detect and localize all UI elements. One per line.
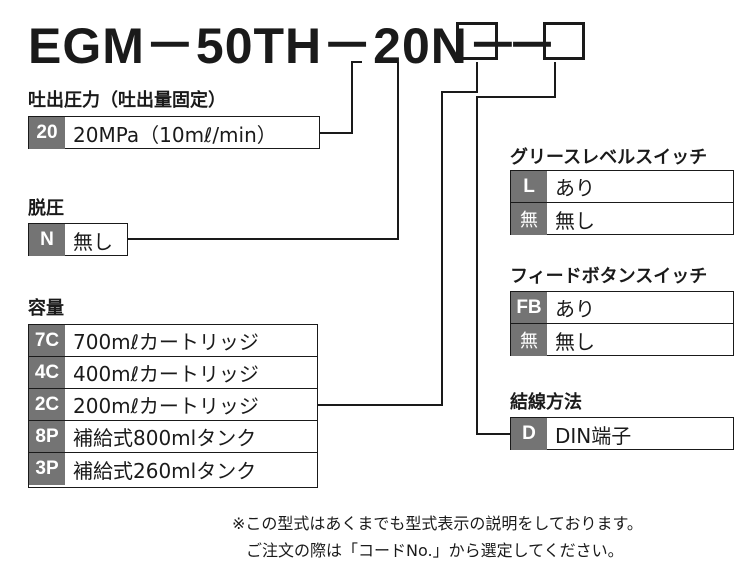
option-label: 400mℓカートリッジ: [73, 362, 259, 386]
depressurize-table: N 無し: [28, 223, 128, 256]
feed-button-switch-heading: フィードボタンスイッチ: [510, 266, 708, 287]
capacity-row: 8P 補給式800mlタンク: [29, 421, 317, 453]
connector-pressure: [320, 61, 362, 134]
wiring-table: D DIN端子: [510, 417, 734, 450]
capacity-heading: 容量: [28, 298, 64, 319]
code-cell: 20: [29, 117, 65, 149]
note-line-1: ※この型式はあくまでも型式表示の説明をしております。: [232, 514, 643, 533]
code-cell: 4C: [29, 357, 65, 388]
option-label: 無し: [555, 208, 595, 233]
note-line-2: ご注文の際は「コードNo.」から選定してください。: [246, 541, 624, 560]
wiring-heading: 結線方法: [510, 392, 582, 413]
option-label: 無し: [73, 229, 113, 254]
connector-depressurize: [128, 62, 399, 240]
capacity-row: 4C 400mℓカートリッジ: [29, 357, 317, 389]
code-cell: 無: [511, 324, 547, 356]
option-label: 200mℓカートリッジ: [73, 394, 259, 418]
code-cell: 7C: [29, 325, 65, 356]
depressurize-heading: 脱圧: [28, 198, 64, 219]
option-label: DIN端子: [555, 423, 632, 448]
code-cell: 無: [511, 203, 547, 235]
code-cell: FB: [511, 292, 547, 323]
capacity-row: 7C 700mℓカートリッジ: [29, 325, 317, 357]
grease-level-row: 無 無し: [511, 203, 733, 235]
code-cell: L: [511, 171, 547, 202]
option-label: 700mℓカートリッジ: [73, 330, 259, 354]
option-box-1: [456, 22, 498, 60]
option-box-2: [543, 22, 585, 60]
wiring-row: D DIN端子: [511, 418, 733, 450]
pressure-row: 20 20MPa（10mℓ/min）: [29, 117, 319, 149]
option-label: 無し: [555, 329, 595, 354]
option-label: 補給式260mlタンク: [73, 458, 257, 483]
code-cell: D: [511, 418, 547, 450]
connector-options: [476, 62, 556, 216]
code-cell: 2C: [29, 389, 65, 420]
grease-level-switch-heading: グリースレベルスイッチ: [510, 147, 708, 168]
model-separator: －: [507, 18, 558, 74]
option-label: 補給式800mlタンク: [73, 426, 257, 450]
feed-button-switch-table: FB あり 無 無し: [510, 291, 734, 356]
feed-button-row: FB あり: [511, 292, 733, 324]
code-cell: 8P: [29, 421, 65, 452]
pressure-table: 20 20MPa（10mℓ/min）: [28, 116, 320, 149]
code-cell: 3P: [29, 453, 65, 485]
depressurize-row: N 無し: [29, 224, 127, 256]
connector-options-lower: [476, 216, 510, 435]
capacity-row: 2C 200mℓカートリッジ: [29, 389, 317, 421]
capacity-table: 7C 700mℓカートリッジ 4C 400mℓカートリッジ 2C 200mℓカー…: [28, 324, 318, 488]
pressure-heading: 吐出圧力（吐出量固定）: [28, 90, 226, 111]
grease-level-switch-table: L あり 無 無し: [510, 170, 734, 235]
capacity-row: 3P 補給式260mlタンク: [29, 453, 317, 485]
grease-level-row: L あり: [511, 171, 733, 203]
model-code-title: EGM－50TH－20N－: [28, 18, 519, 74]
feed-button-row: 無 無し: [511, 324, 733, 356]
model-prefix: EGM－50TH－20N－: [28, 18, 519, 74]
connector-capacity: [318, 62, 478, 406]
option-label: あり: [555, 297, 595, 321]
option-label: 20MPa（10mℓ/min）: [73, 122, 277, 147]
option-label: あり: [555, 176, 595, 200]
code-cell: N: [29, 224, 65, 256]
